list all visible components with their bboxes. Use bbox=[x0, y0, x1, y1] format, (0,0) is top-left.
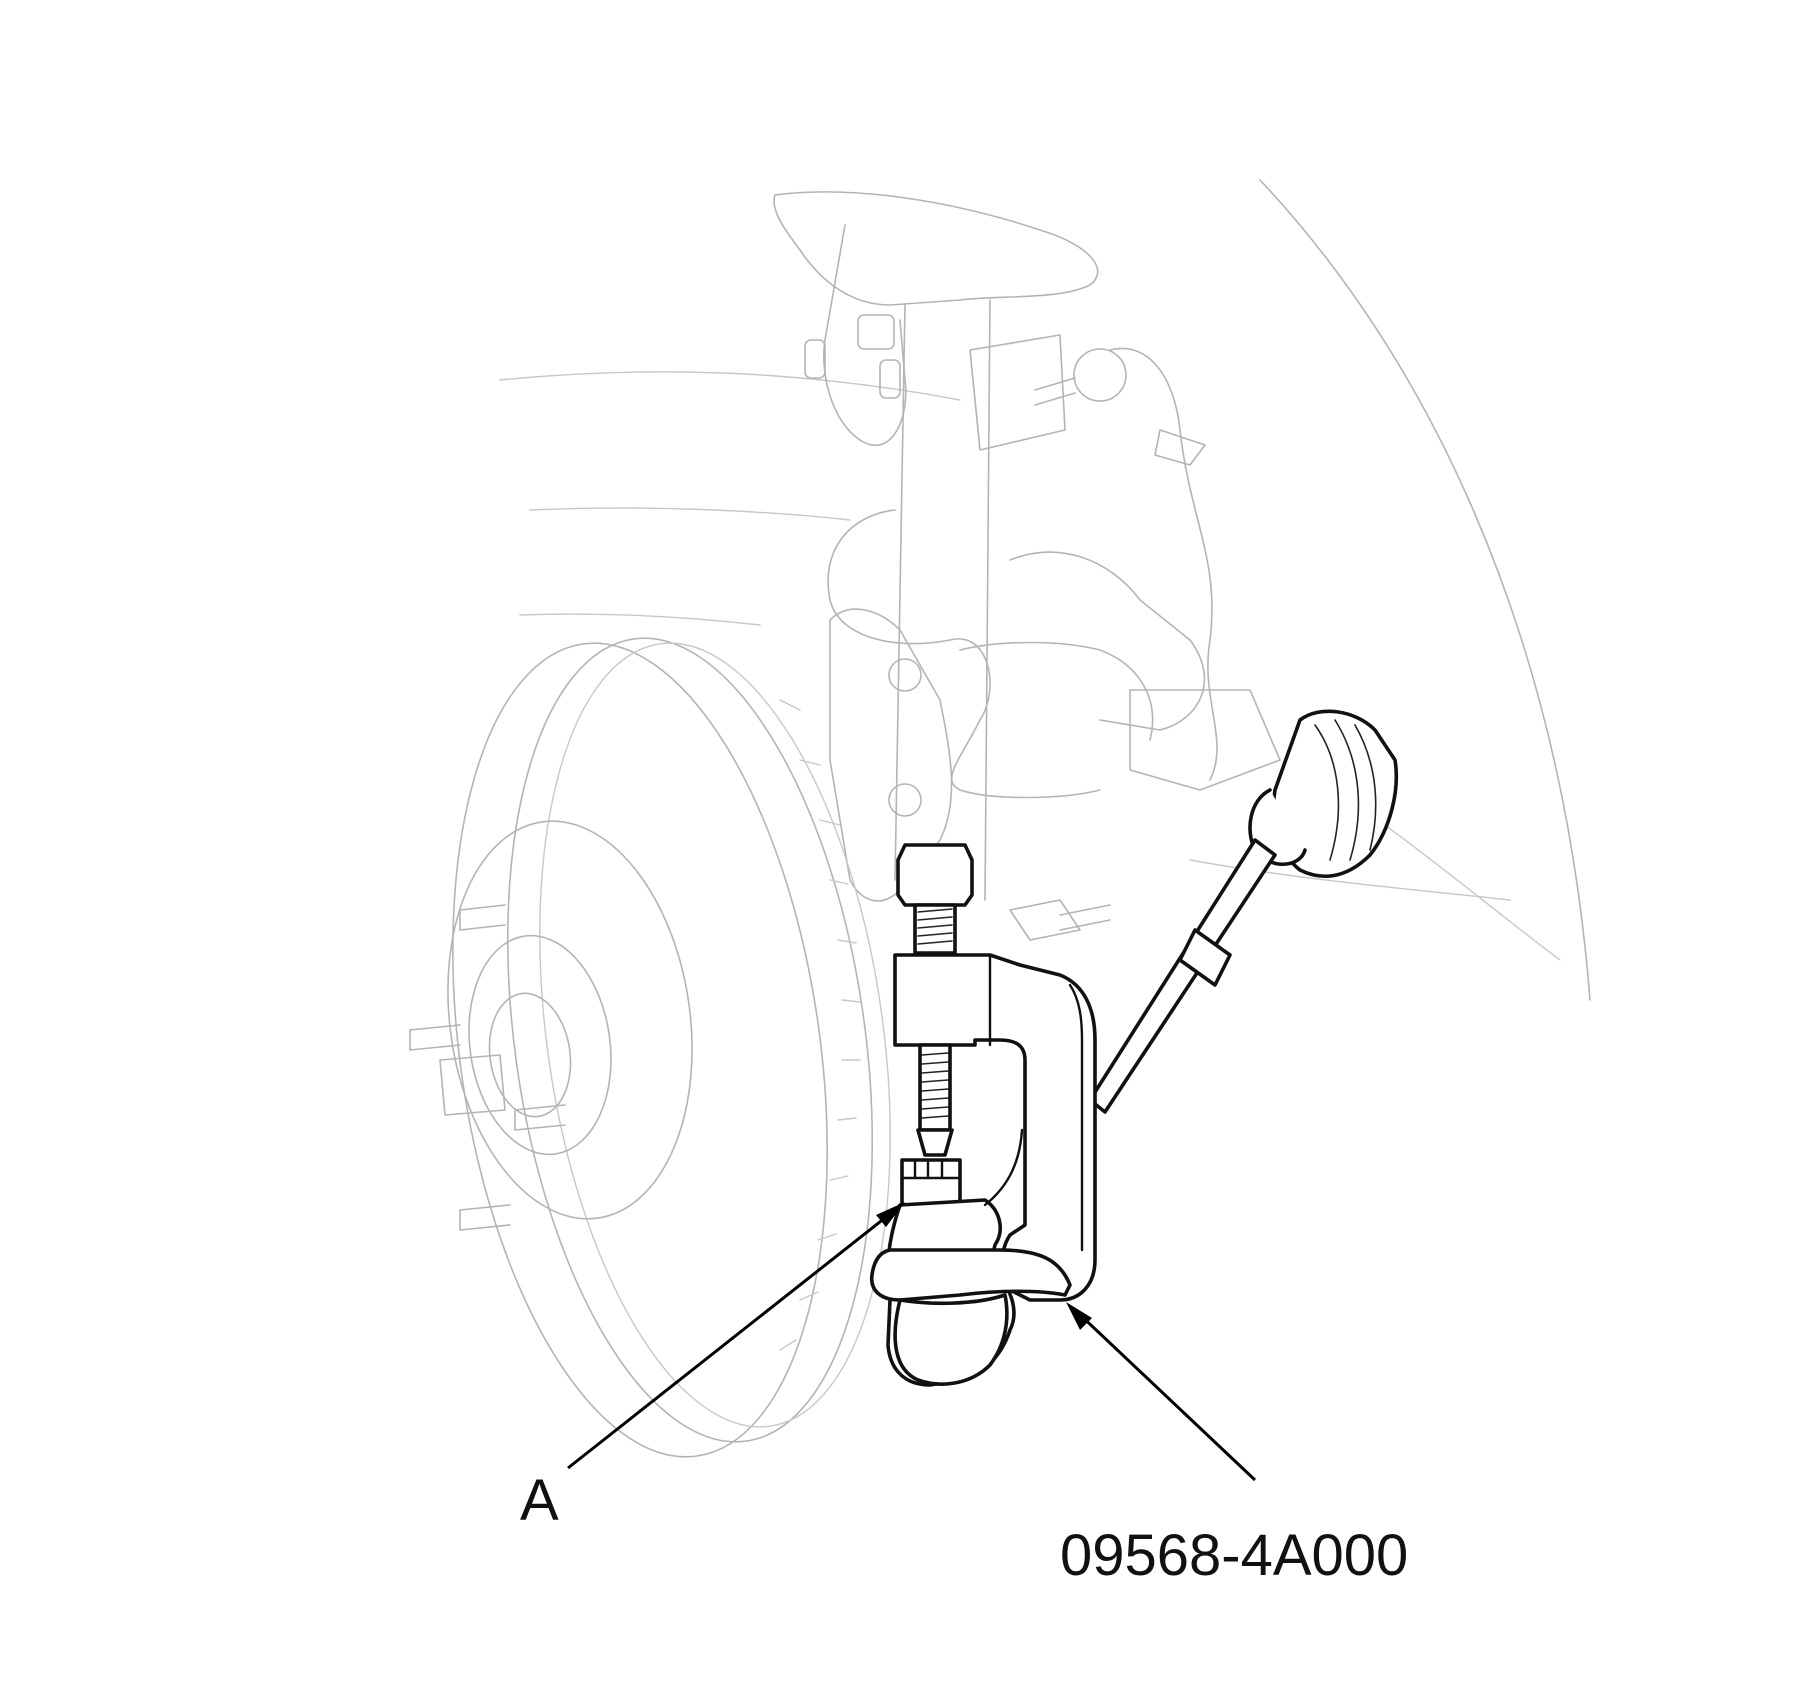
brake-disc-vane bbox=[539, 642, 891, 1428]
c-frame-inner-edge bbox=[988, 953, 1084, 1252]
ball-joint-puller bbox=[870, 843, 1097, 1387]
strut-bracket-right bbox=[969, 334, 1066, 451]
screw-thread-lower bbox=[921, 1052, 949, 1119]
hose-clip-2 bbox=[879, 359, 901, 399]
hub-bore bbox=[488, 992, 572, 1118]
strut-mount bbox=[773, 191, 1099, 306]
leader-a-arrowhead bbox=[876, 1202, 905, 1227]
knuckle-bolt-2 bbox=[888, 783, 922, 817]
body-line-5 bbox=[1189, 859, 1511, 901]
bracket-bolt bbox=[1034, 377, 1076, 406]
brake-hose bbox=[827, 509, 1101, 799]
leader-tool-arrowhead bbox=[1066, 1302, 1092, 1330]
brake-disc-outer bbox=[452, 642, 828, 1458]
callout-label-a: A bbox=[520, 1468, 559, 1533]
strut-body bbox=[894, 299, 991, 901]
puller-lower-jaw bbox=[870, 1248, 1072, 1302]
hub-face bbox=[447, 820, 693, 1220]
forcing-screw-head bbox=[896, 843, 974, 907]
brake-hose-2 bbox=[959, 641, 1154, 741]
hub-inner bbox=[468, 934, 612, 1156]
wheel-stud-2 bbox=[409, 1024, 461, 1051]
sensor-cable bbox=[1109, 347, 1218, 781]
puller-jaw-arm bbox=[983, 1128, 1024, 1207]
body-line-2 bbox=[529, 507, 851, 521]
tie-rod-boot-ribs bbox=[1314, 719, 1377, 861]
sensor-grommet bbox=[1073, 348, 1127, 402]
brake-disc-rim bbox=[506, 637, 874, 1443]
puller-c-frame bbox=[893, 953, 1097, 1302]
callout-leaders bbox=[567, 1202, 1257, 1482]
hose-clip-1 bbox=[804, 339, 826, 379]
tie-rod-shaft bbox=[1088, 838, 1277, 1114]
castle-nut-slots bbox=[900, 1158, 962, 1180]
tie-rod-sleeve bbox=[1178, 928, 1232, 987]
bracket-clip bbox=[857, 314, 895, 350]
body-line-1 bbox=[499, 371, 961, 401]
wheel-stud-1 bbox=[459, 904, 506, 931]
tie-rod-end-outer bbox=[1009, 899, 1081, 941]
fender-arch bbox=[1259, 179, 1591, 1001]
disc-vane-marks bbox=[779, 699, 861, 1351]
knuckle-bolt-1 bbox=[888, 658, 922, 692]
screw-thread-upper bbox=[917, 908, 953, 945]
wheel-stud-4 bbox=[459, 1204, 511, 1231]
sensor-clip bbox=[1154, 429, 1206, 466]
leader-a bbox=[567, 1208, 896, 1470]
tie-rod-assembly bbox=[1088, 709, 1399, 1114]
body-line-3 bbox=[519, 613, 761, 626]
drive-shaft bbox=[1009, 551, 1206, 731]
forcing-screw-shaft-upper bbox=[913, 903, 957, 955]
castle-nut bbox=[900, 1158, 962, 1207]
wheel-stud-3 bbox=[514, 1104, 566, 1131]
tie-rod-end-ball bbox=[893, 1293, 1009, 1386]
leader-tool bbox=[1073, 1308, 1257, 1482]
background-linework bbox=[409, 179, 1591, 1458]
forcing-screw-tip bbox=[916, 1128, 954, 1157]
callout-label-tool-number: 09568-4A000 bbox=[1060, 1523, 1408, 1588]
tie-rod-stud bbox=[1059, 904, 1111, 931]
knuckle bbox=[829, 608, 953, 902]
hub-spindle bbox=[439, 1054, 506, 1116]
lower-arm bbox=[1129, 689, 1281, 791]
